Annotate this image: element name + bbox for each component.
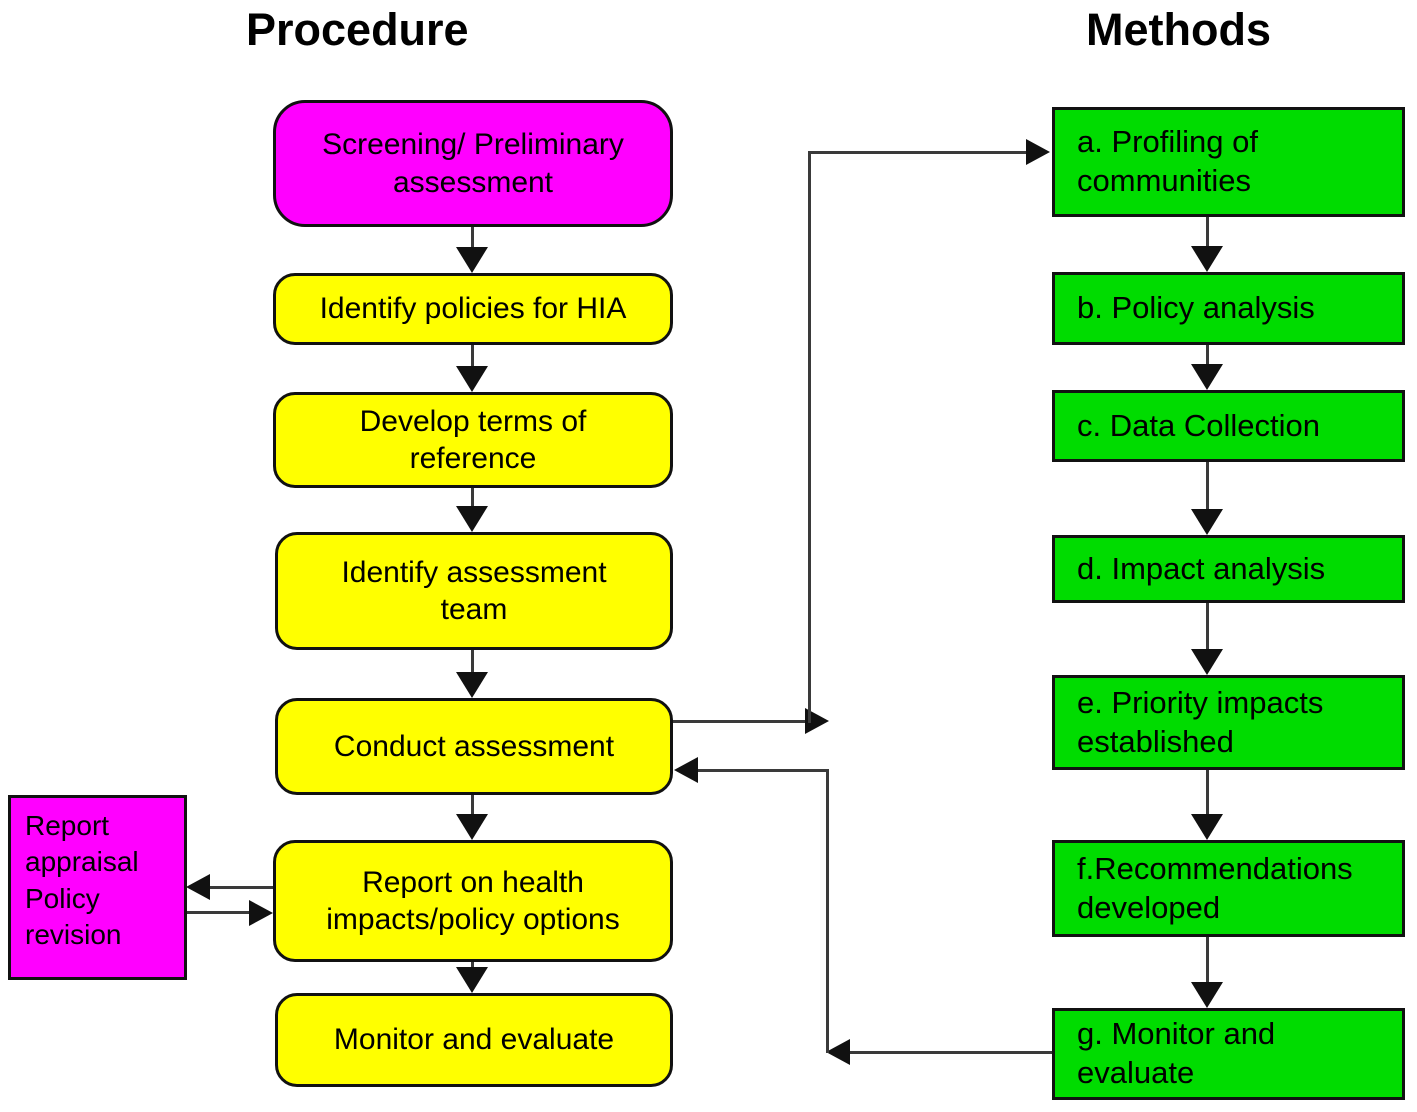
node-method-b-policy-analysis: b. Policy analysis <box>1052 272 1405 345</box>
arrowhead-left-icon <box>826 1039 850 1065</box>
connector-gmonitor-to-conduct-top <box>698 769 829 772</box>
arrow-terms-to-team <box>471 488 474 507</box>
arrowhead-left-icon <box>674 757 698 783</box>
arrow-appraisal-to-report <box>187 911 249 914</box>
arrowhead-down-icon <box>456 247 488 273</box>
arrowhead-down-icon <box>1191 814 1223 840</box>
arrow-team-to-conduct <box>471 650 474 673</box>
arrow-report-to-monitor <box>471 962 474 968</box>
node-label: Develop terms of reference <box>359 404 587 476</box>
node-report-health-impacts-policy-options: Report on health impacts/policy options <box>273 840 673 962</box>
connector-conduct-to-profiling-top <box>808 151 1026 154</box>
node-label: Identify assessment team <box>341 555 607 627</box>
arrowhead-down-icon <box>1191 246 1223 272</box>
connector-gmonitor-to-conduct-vertical <box>826 769 829 1053</box>
arrowhead-down-icon <box>456 672 488 698</box>
arrow-policies-to-terms <box>471 345 474 367</box>
node-method-e-priority-impacts-established: e. Priority impacts established <box>1052 675 1405 770</box>
column-title-methods: Methods <box>1086 4 1271 55</box>
arrowhead-down-icon <box>456 814 488 840</box>
node-label: b. Policy analysis <box>1077 290 1315 326</box>
arrowhead-down-icon <box>1191 364 1223 390</box>
node-identify-policies-for-hia: Identify policies for HIA <box>273 273 673 345</box>
arrow-e-to-f <box>1206 770 1209 815</box>
arrowhead-left-icon <box>186 874 210 900</box>
node-label: d. Impact analysis <box>1077 550 1326 586</box>
node-method-f-recommendations-developed: f.Recommendations developed <box>1052 840 1405 937</box>
connector-conduct-to-profiling-segment <box>673 720 807 723</box>
connector-gmonitor-to-conduct-bottom <box>850 1051 1052 1054</box>
arrow-b-to-c <box>1206 345 1209 365</box>
node-method-c-data-collection: c. Data Collection <box>1052 390 1405 462</box>
node-label: f.Recommendations developed <box>1077 850 1353 925</box>
node-method-d-impact-analysis: d. Impact analysis <box>1052 535 1405 603</box>
arrow-screening-to-policies <box>471 227 474 249</box>
node-label: g. Monitor and evaluate <box>1077 1016 1276 1090</box>
arrowhead-down-icon <box>456 967 488 993</box>
arrowhead-down-icon <box>1191 982 1223 1008</box>
node-monitor-and-evaluate: Monitor and evaluate <box>275 993 673 1087</box>
node-label: a. Profiling of communities <box>1077 124 1258 198</box>
node-label: Screening/ Preliminary assessment <box>322 128 624 199</box>
arrow-report-to-appraisal <box>210 886 273 889</box>
arrowhead-down-icon <box>1191 509 1223 535</box>
node-label: Monitor and evaluate <box>333 1023 615 1057</box>
node-report-appraisal-policy-revision: Report appraisal Policy revision <box>8 795 187 980</box>
arrowhead-down-icon <box>456 366 488 392</box>
arrow-conduct-to-report <box>471 795 474 815</box>
node-method-a-profiling-of-communities: a. Profiling of communities <box>1052 107 1405 217</box>
arrow-a-to-b <box>1206 217 1209 247</box>
node-screening-preliminary-assessment: Screening/ Preliminary assessment <box>273 100 673 227</box>
node-conduct-assessment: Conduct assessment <box>275 698 673 795</box>
arrowhead-down-icon <box>1191 649 1223 675</box>
node-label: Identify policies for HIA <box>319 292 627 326</box>
node-method-g-monitor-and-evaluate: g. Monitor and evaluate <box>1052 1008 1405 1100</box>
arrowhead-down-icon <box>456 506 488 532</box>
node-label: c. Data Collection <box>1077 407 1320 443</box>
arrow-c-to-d <box>1206 462 1209 510</box>
node-label: Conduct assessment <box>333 729 615 763</box>
arrowhead-right-icon <box>249 900 273 926</box>
node-label: Report on health impacts/policy options <box>326 865 620 937</box>
connector-conduct-to-profiling-vertical <box>808 151 811 723</box>
arrowhead-right-icon <box>1026 139 1050 165</box>
column-title-procedure: Procedure <box>246 4 469 55</box>
arrow-f-to-g <box>1206 937 1209 983</box>
node-identify-assessment-team: Identify assessment team <box>275 532 673 650</box>
arrow-d-to-e <box>1206 603 1209 650</box>
node-label: Report appraisal Policy revision <box>25 810 139 951</box>
node-label: e. Priority impacts established <box>1077 684 1324 759</box>
node-develop-terms-of-reference: Develop terms of reference <box>273 392 673 488</box>
